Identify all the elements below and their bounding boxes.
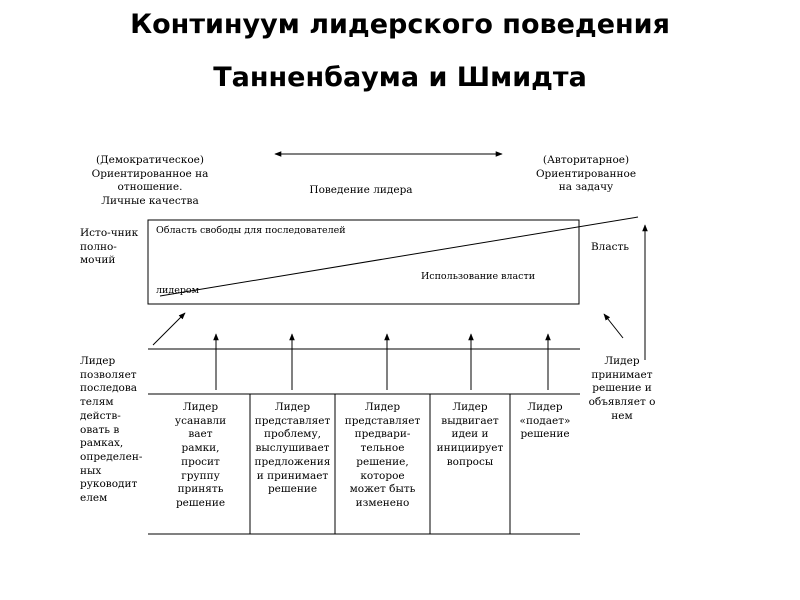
page-title-line-1: Континуум лидерского поведения — [130, 9, 670, 40]
power-label: Власть — [590, 241, 630, 253]
right-diagonal-arrow — [603, 313, 624, 339]
authority-freedom-box — [147, 219, 580, 305]
freedom-area-label: Область свободы для последователей — [156, 225, 346, 236]
leader-behavior-label: Поведение лидера — [309, 184, 413, 196]
behavior-col-5: Лидер«подает»решение — [519, 401, 571, 441]
left-diagonal-arrow — [152, 312, 186, 346]
power-use-area-label-end: лидером — [156, 285, 200, 296]
power-use-area-label: Использование власти — [421, 271, 536, 282]
page-title-line-2: Танненбаума и Шмидта — [213, 62, 587, 93]
authority-diagonal-line — [159, 216, 639, 297]
